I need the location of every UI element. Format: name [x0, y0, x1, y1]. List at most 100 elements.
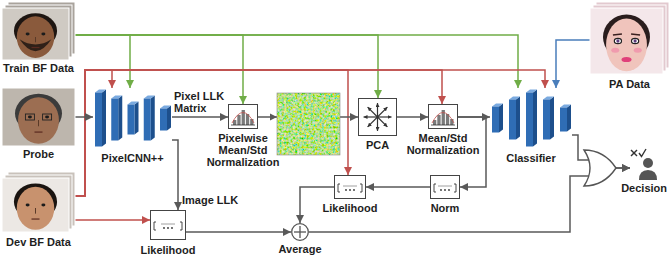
rect-shape — [43, 114, 52, 120]
rect-shape — [229, 105, 258, 129]
connector — [397, 116, 428, 118]
path-shape — [20, 39, 52, 51]
rect-shape — [2, 178, 69, 232]
ellipse-shape — [41, 204, 45, 207]
ellipse-shape — [616, 39, 619, 43]
line-shape — [378, 116, 392, 117]
connector — [75, 70, 442, 196]
edge-label: Pixel LLK Matrix — [174, 90, 228, 114]
connector — [172, 140, 178, 210]
rect-shape — [335, 176, 366, 199]
histogram-box-drawing — [428, 104, 458, 129]
connector — [75, 35, 378, 98]
face-image-drawing — [590, 2, 669, 74]
rect-shape — [429, 105, 458, 129]
line-shape — [35, 208, 36, 214]
line-shape — [294, 231, 306, 232]
rect-shape — [160, 109, 167, 131]
likelihood-box: Likelihood — [334, 175, 366, 199]
circle-shape — [448, 189, 450, 191]
rect-shape — [111, 99, 118, 141]
rect-shape — [526, 93, 533, 147]
face-image: PA Data — [590, 2, 669, 74]
path-shape — [639, 149, 646, 157]
polygon-shape — [167, 106, 171, 131]
connector — [366, 186, 430, 188]
polygon-shape — [550, 97, 554, 140]
polygon-shape — [135, 102, 139, 135]
circle-shape — [171, 227, 173, 229]
connector — [75, 116, 93, 118]
decision-icon-drawing — [630, 148, 660, 180]
circle-shape — [643, 158, 653, 168]
sum-circle: Average — [291, 223, 309, 241]
ellipse-shape — [634, 48, 642, 53]
polygon-shape — [533, 90, 537, 147]
network-block-drawing — [490, 88, 572, 148]
line-shape — [631, 150, 637, 156]
line-shape — [377, 103, 378, 117]
heatmap-image — [277, 93, 340, 155]
rect-shape — [437, 115, 440, 125]
ellipse-shape — [631, 38, 638, 43]
line-shape — [35, 131, 43, 132]
ellipse-shape — [606, 19, 647, 72]
line-shape — [32, 47, 40, 48]
ellipse-shape — [17, 187, 55, 230]
circle-shape — [167, 227, 169, 229]
rect-shape — [95, 93, 102, 147]
node-label: Norm — [431, 202, 460, 214]
face-image: Dev BF Data — [2, 172, 75, 232]
face-image-drawing — [2, 2, 75, 60]
arrow-head — [270, 114, 277, 121]
network-block: Classifier — [490, 88, 572, 148]
line-shape — [38, 120, 39, 126]
likelihood-box-drawing — [150, 210, 186, 240]
path-shape — [432, 113, 454, 124]
face-image-drawing — [2, 172, 75, 232]
polygon-shape — [160, 106, 171, 109]
line-shape — [431, 125, 455, 126]
face-image-drawing — [2, 88, 75, 146]
line-shape — [368, 117, 378, 127]
line-shape — [35, 37, 36, 42]
connector — [75, 35, 130, 88]
ellipse-shape — [611, 48, 619, 53]
rect-shape — [128, 105, 135, 135]
path-shape — [338, 184, 340, 192]
ellipse-shape — [622, 57, 632, 62]
ellipse-shape — [18, 97, 59, 143]
likelihood-box-drawing — [430, 175, 460, 199]
line-shape — [377, 117, 378, 131]
rect-shape — [25, 114, 34, 120]
path-shape — [180, 222, 182, 230]
rect-shape — [144, 99, 151, 141]
ellipse-shape — [614, 38, 621, 43]
edge-label: Image LLK — [182, 194, 238, 206]
polygon-shape — [543, 97, 554, 100]
connector — [186, 231, 291, 233]
face-image: Probe — [2, 88, 75, 146]
node-label: Train BF Data — [3, 62, 74, 74]
pca-box: PCA — [358, 98, 397, 136]
polygon-shape — [509, 97, 520, 100]
ellipse-shape — [45, 116, 49, 119]
line-shape — [378, 117, 388, 127]
node-label: Probe — [23, 148, 54, 160]
rect-shape — [509, 100, 516, 140]
rect-shape — [590, 8, 663, 74]
connector — [75, 35, 518, 88]
polygon-shape — [151, 96, 155, 141]
node-label: Classifier — [506, 152, 556, 164]
path-shape — [434, 184, 436, 192]
path-shape — [639, 170, 657, 180]
node-label: Average — [278, 243, 321, 255]
connector — [75, 70, 545, 196]
circle-shape — [349, 189, 351, 191]
polygon-shape — [516, 97, 520, 140]
network-block-drawing — [93, 88, 172, 148]
line-shape — [438, 186, 452, 187]
histogram-box: Mean/Std Normalization — [428, 104, 458, 129]
ellipse-shape — [17, 16, 55, 58]
polygon-shape — [499, 104, 503, 133]
